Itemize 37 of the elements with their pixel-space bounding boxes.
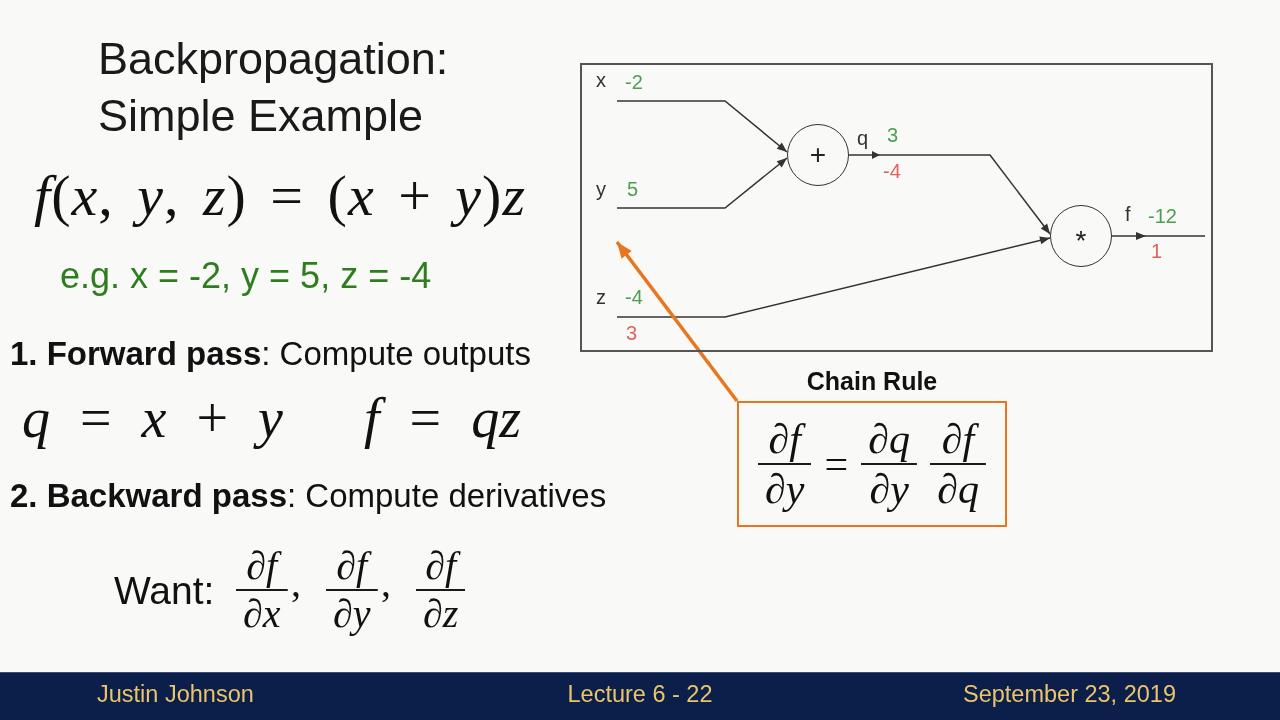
author-name: Justin Johnson — [97, 681, 254, 708]
pointer-arrow — [615, 240, 739, 403]
variable-label: y — [596, 178, 606, 201]
example-values: e.g. x = -2, y = 5, z = -4 — [60, 255, 432, 297]
value-label: 5 — [627, 178, 639, 201]
formula: f = qz — [364, 386, 521, 451]
formula: f(x, y, z) = (x + y)z — [34, 163, 526, 230]
value-label: 3 — [626, 322, 638, 345]
value-label: 3 — [887, 124, 899, 147]
operation-circle: + — [787, 124, 849, 186]
arrow — [616, 157, 788, 209]
arrow — [616, 100, 788, 153]
value-label: 1 — [1151, 240, 1163, 263]
variable-label: z — [596, 286, 606, 309]
value-label: -4 — [625, 286, 643, 309]
slide-title: Backpropagation: Simple Example — [98, 32, 450, 143]
value-label: -2 — [625, 71, 643, 94]
arrow — [616, 236, 1051, 318]
arrow — [1111, 232, 1206, 240]
punctuation: , — [381, 560, 391, 606]
punctuation: , — [291, 560, 301, 606]
step-heading: 1. Forward pass: Compute outputs — [10, 335, 531, 373]
date: September 23, 2019 — [963, 681, 1176, 708]
arrow — [848, 154, 1051, 235]
value-label: -4 — [883, 160, 901, 183]
edge-label: f — [1125, 203, 1131, 226]
text-label: Want: — [114, 569, 215, 614]
math-symbol: = — [824, 440, 849, 488]
edge-label: q — [857, 127, 869, 150]
variable-label: x — [596, 69, 606, 92]
value-label: -12 — [1148, 205, 1177, 228]
formula: q = x + y — [22, 386, 283, 451]
step-heading: 2. Backward pass: Compute derivatives — [10, 477, 607, 515]
graph-frame — [580, 63, 1213, 352]
operation-circle: * — [1050, 205, 1112, 267]
lecture-number: Lecture 6 - 22 — [567, 681, 713, 708]
heading: Chain Rule — [805, 366, 939, 397]
